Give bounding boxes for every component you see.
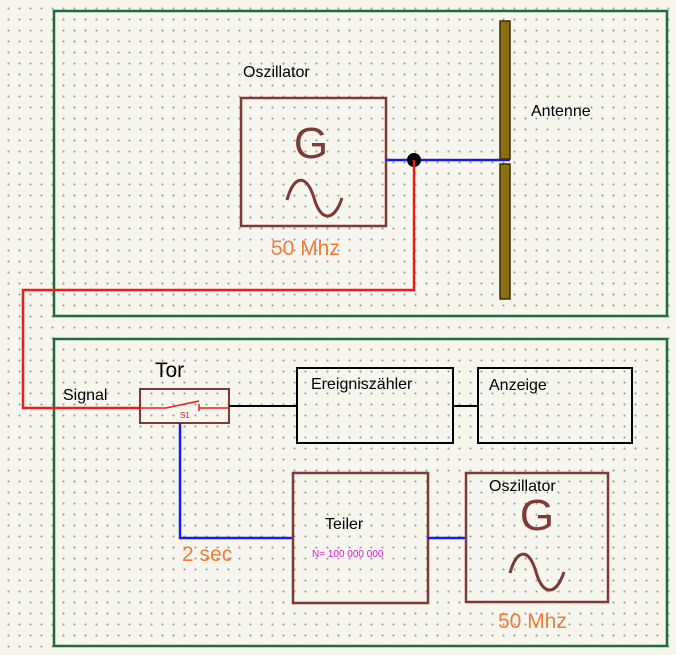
gate-label: Tor (155, 359, 184, 382)
gate-time-label: 2 sec (182, 543, 232, 566)
top-generator-box (239, 96, 388, 228)
antenna-lower (499, 163, 511, 300)
antenna-upper (499, 20, 511, 160)
bottom-generator-symbol: G (520, 491, 554, 540)
bottom-panel-frame (52, 337, 669, 648)
signal-label: Signal (63, 387, 107, 404)
bottom-generator-box (464, 471, 610, 604)
bottom-oscillator-label: Oszillator (489, 478, 556, 495)
gate-control-wire (178, 423, 293, 540)
top-sine-wave-icon (285, 178, 344, 218)
event-counter-box (296, 367, 454, 444)
event-counter-label: Ereigniszähler (311, 376, 413, 393)
top-panel-frame (52, 9, 669, 318)
bottom-frequency-label: 50 Mhz (498, 610, 567, 633)
switch-lever (165, 400, 200, 409)
top-oscillator-label: Oszillator (243, 64, 310, 81)
red-signal-wire (21, 160, 416, 410)
divider-box (291, 471, 430, 605)
display-label: Anzeige (489, 377, 547, 394)
divider-label: Teiler (325, 516, 364, 533)
bottom-sine-wave-icon (508, 552, 566, 592)
divider-ratio-label: N= 100 000 000 (312, 549, 384, 560)
display-box (477, 367, 633, 444)
antenna-label: Antenne (531, 103, 591, 120)
top-generator-symbol: G (294, 119, 328, 168)
switch-label: S1 (180, 411, 190, 420)
top-frequency-label: 50 Mhz (271, 237, 340, 260)
